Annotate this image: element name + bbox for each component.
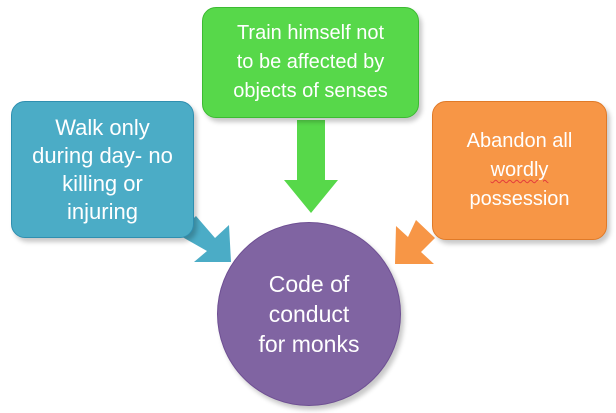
node-label: Train himself not to be affected by obje…	[233, 22, 388, 102]
node-walk-only-during-day: Walk only during day- no killing or inju…	[11, 101, 194, 238]
node-abandon-possession: Abandon all wordly possession	[432, 101, 607, 240]
node-label: Walk only during day- no killing or inju…	[32, 114, 173, 224]
diagonal-arrow-right	[395, 220, 435, 264]
node-label-line: possession	[469, 188, 570, 210]
center-node-code-of-conduct: Code of conduct for monks	[217, 222, 401, 406]
node-train-himself: Train himself not to be affected by obje…	[202, 7, 419, 118]
misspelled-word: wordly	[490, 159, 549, 181]
node-label-line: Abandon all	[466, 130, 573, 152]
node-label: Abandon all wordly possession	[467, 127, 573, 214]
center-label: Code of conduct for monks	[258, 271, 360, 357]
down-arrow	[284, 120, 338, 213]
